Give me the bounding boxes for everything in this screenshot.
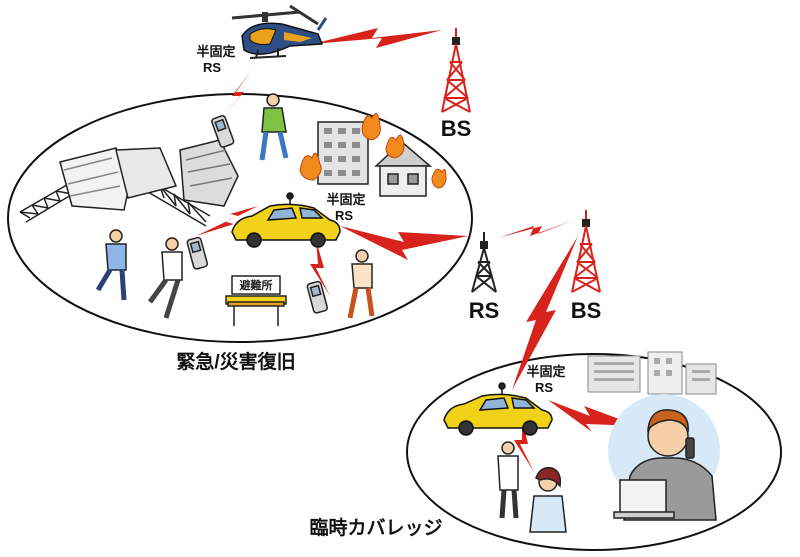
bs-tower-right xyxy=(571,210,601,293)
relay-car-emergency xyxy=(231,192,341,248)
link-car-rs xyxy=(340,226,468,260)
person-suit-runner xyxy=(147,237,183,319)
person-orange-runner xyxy=(347,249,375,319)
link-helicopter-phone xyxy=(222,70,252,116)
office-building xyxy=(317,121,369,185)
label-rs-car: RS xyxy=(335,208,353,223)
link-helicopter-bs xyxy=(312,28,442,48)
phone-2 xyxy=(186,236,209,270)
evacuation-shelter-label: 避難所 xyxy=(240,278,273,292)
link-car-phone-right xyxy=(310,240,330,296)
relay-car-temporary xyxy=(443,382,553,436)
label-bs-top: BS xyxy=(441,116,472,141)
radio-links xyxy=(196,28,638,472)
link-rs-bs xyxy=(498,220,574,238)
temporary-zone-ellipse xyxy=(406,353,782,551)
label-rs-car2: RS xyxy=(535,380,553,395)
city-buildings xyxy=(587,351,717,395)
label-rs-tower: RS xyxy=(469,298,500,323)
label-semi-fixed-helicopter: 半固定 xyxy=(196,44,235,59)
helicopter xyxy=(231,4,328,59)
label-semi-fixed-car: 半固定 xyxy=(326,192,365,207)
office-worker-on-phone xyxy=(613,409,717,521)
link-car-phone-left xyxy=(196,206,258,236)
person-green-runner xyxy=(259,93,289,161)
phone-3 xyxy=(306,280,329,314)
damaged-buildings xyxy=(59,139,239,211)
phone-1 xyxy=(211,115,235,148)
label-emergency-recovery: 緊急/災害復旧 xyxy=(176,350,295,373)
person-blue-runner xyxy=(95,229,127,301)
link-bs-car2 xyxy=(512,236,578,390)
label-bs-right: BS xyxy=(571,298,602,323)
label-rs-helicopter: RS xyxy=(203,60,221,75)
fire-flames xyxy=(299,113,447,189)
rs-tower xyxy=(471,232,497,293)
person-woman-phone xyxy=(529,466,567,533)
mobile-phones xyxy=(186,115,329,314)
bs-tower-top xyxy=(441,28,471,113)
evacuation-shelter-sign xyxy=(225,275,287,326)
label-temporary-coverage: 臨時カバレッジ xyxy=(309,516,442,539)
person-businessman-phone xyxy=(497,441,519,519)
collapsed-tower-left xyxy=(19,181,77,223)
label-semi-fixed-car2: 半固定 xyxy=(526,364,565,379)
